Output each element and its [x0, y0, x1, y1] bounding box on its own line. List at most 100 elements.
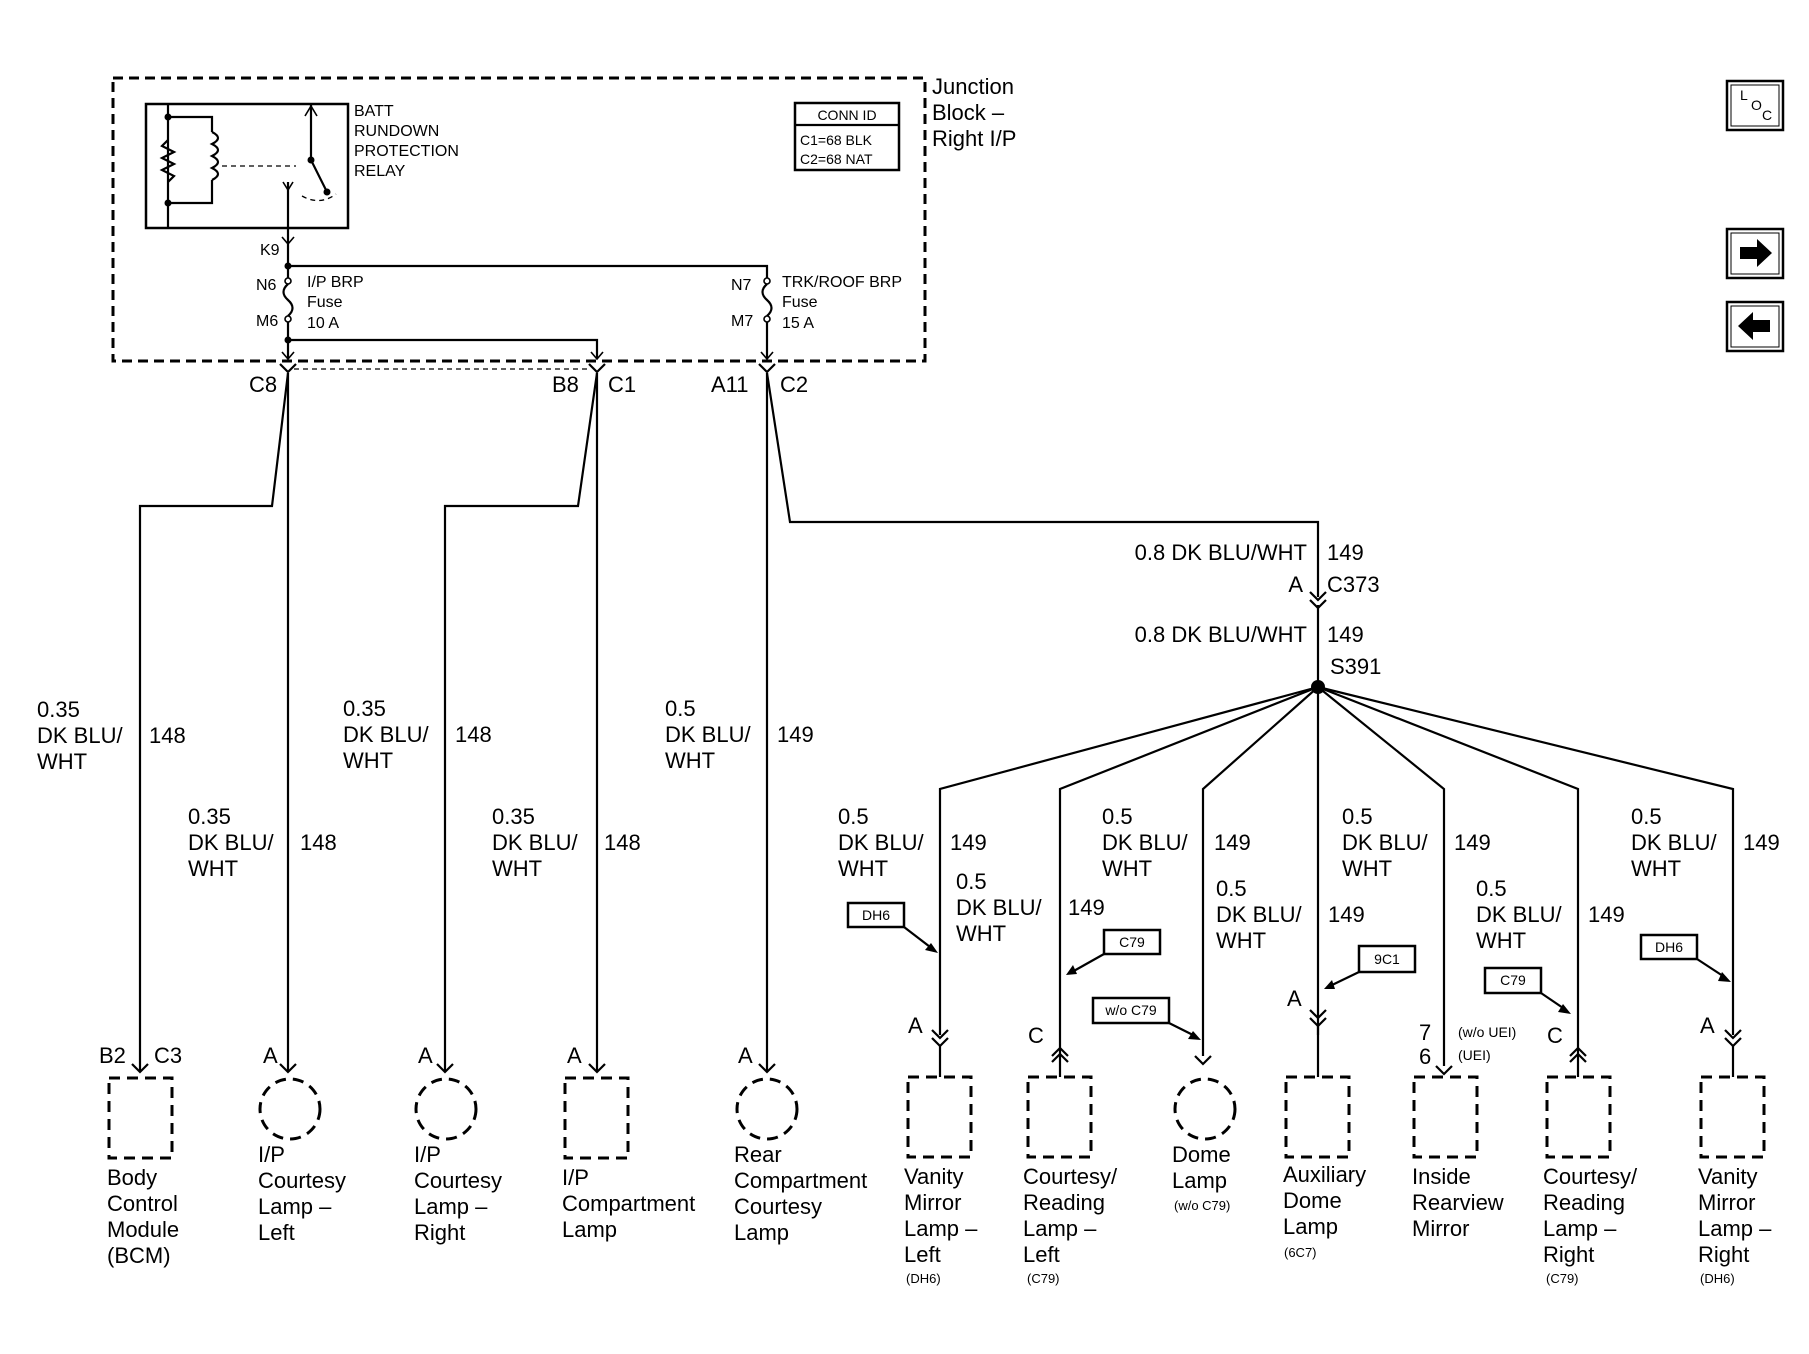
comp-rear-name-2: Compartment — [734, 1168, 867, 1193]
wire-bcm-circuit: 148 — [149, 723, 186, 748]
comp-rear-lamp — [735, 1077, 799, 1141]
relay-label-1: BATT — [354, 103, 394, 120]
pin-n7: N7 — [731, 277, 752, 294]
comp-reading-left-name-3: Lamp – — [1023, 1216, 1097, 1241]
conn-id-box: CONN ID C1=68 BLK C2=68 NAT — [793, 101, 901, 172]
comp-ip-left-name-3: Lamp – — [258, 1194, 332, 1219]
s391-branches — [938, 685, 1735, 1066]
comp-mirror-pin: 7 — [1419, 1020, 1431, 1045]
option-dh6-left: DH6 — [846, 901, 938, 953]
svg-text:C79: C79 — [1500, 972, 1526, 988]
comp-ip-left-name-1: I/P — [258, 1142, 285, 1167]
fuse-trk-label-2: Fuse — [782, 294, 818, 311]
fuse-ip-label-3: 10 A — [307, 315, 339, 332]
comp-bcm-pin2: C3 — [154, 1043, 182, 1068]
comp-bcm-name-4: (BCM) — [107, 1243, 171, 1268]
wire-bcm-size: 0.35 — [37, 697, 80, 722]
comp-aux-dome-body — [1284, 1075, 1351, 1159]
comp-mirror-pin2: 6 — [1419, 1044, 1431, 1069]
comp-reading-right-pin: C — [1547, 1023, 1563, 1048]
comp-dome-name-1: Dome — [1172, 1142, 1231, 1167]
comp-aux-dome-pin: A — [1287, 986, 1302, 1011]
option-9c1: 9C1 — [1324, 944, 1417, 989]
location-button[interactable]: L O C — [1725, 79, 1785, 132]
comp-vanity-left-body — [906, 1075, 973, 1159]
wire-b3-color-2: WHT — [1102, 856, 1152, 881]
wire-main-upper-circuit: 149 — [1327, 540, 1364, 565]
conn-id-title: CONN ID — [817, 107, 876, 123]
comp-mirror-wo-uei: (w/o UEI) — [1458, 1024, 1516, 1040]
wire-bcm-color-2: WHT — [37, 749, 87, 774]
conn-id-row-1: C1=68 BLK — [800, 132, 873, 148]
wire-b6-circuit: 149 — [1588, 902, 1625, 927]
wire-b5-color-1: DK BLU/ — [1342, 830, 1428, 855]
relay-label-3: PROTECTION — [354, 143, 459, 160]
wire-b2-circuit: 149 — [1068, 895, 1105, 920]
comp-reading-right-name-1: Courtesy/ — [1543, 1164, 1638, 1189]
comp-aux-dome-name-1: Auxiliary — [1283, 1162, 1366, 1187]
wire-b6-color-1: DK BLU/ — [1476, 902, 1562, 927]
comp-reading-right-name-2: Reading — [1543, 1190, 1625, 1215]
wire-lamp-right-size: 0.35 — [343, 696, 386, 721]
wire-b1-circuit: 149 — [950, 830, 987, 855]
comp-mirror-name-3: Mirror — [1412, 1216, 1469, 1241]
wire-main-upper: 0.8 DK BLU/WHT — [1135, 540, 1307, 565]
wire-main-trunk — [765, 372, 1320, 597]
comp-reading-right-body — [1545, 1075, 1612, 1159]
wire-ip-comp-size: 0.35 — [492, 804, 535, 829]
comp-ip-comp-pin: A — [567, 1043, 582, 1068]
wire-lamp-left-circuit: 148 — [300, 830, 337, 855]
comp-ip-right-name-2: Courtesy — [414, 1168, 502, 1193]
option-wo-c79: w/o C79 — [1091, 996, 1201, 1040]
comp-ip-left-name-4: Left — [258, 1220, 295, 1245]
wire-b5-circuit: 149 — [1454, 830, 1491, 855]
wire-bcm — [138, 372, 290, 1071]
conn-c2: C2 — [780, 372, 808, 397]
conn-a11: A11 — [711, 372, 749, 397]
comp-mirror-name-1: Inside — [1412, 1164, 1471, 1189]
wire-b2-color-2: WHT — [956, 921, 1006, 946]
previous-button[interactable] — [1725, 300, 1785, 353]
option-c79-right: C79 — [1483, 966, 1571, 1014]
comp-vanity-right-name-2: Mirror — [1698, 1190, 1755, 1215]
wire-b5-color-2: WHT — [1342, 856, 1392, 881]
comp-vanity-left-pin: A — [908, 1013, 923, 1038]
wire-lamp-right-color-2: WHT — [343, 748, 393, 773]
arrow-left-icon — [1738, 312, 1770, 340]
fuse-ip-label-1: I/P BRP — [307, 274, 364, 291]
comp-vanity-right-name-4: Right — [1698, 1242, 1749, 1267]
wire-lamp-left-size: 0.35 — [188, 804, 231, 829]
wire-rear-color-1: DK BLU/ — [665, 722, 751, 747]
wire-lamp-right-circuit: 148 — [455, 722, 492, 747]
comp-reading-left-name-2: Reading — [1023, 1190, 1105, 1215]
wire-b2-color-1: DK BLU/ — [956, 895, 1042, 920]
comp-ip-right-name-4: Right — [414, 1220, 465, 1245]
loc-letter-l: L — [1740, 87, 1748, 103]
wire-b5-size: 0.5 — [1342, 804, 1373, 829]
comp-ip-left-name-2: Courtesy — [258, 1168, 346, 1193]
svg-text:9C1: 9C1 — [1374, 951, 1400, 967]
wire-b4-circuit: 149 — [1328, 902, 1365, 927]
comp-rear-pin: A — [738, 1043, 753, 1068]
next-button[interactable] — [1725, 227, 1785, 280]
wire-b7-color-2: WHT — [1631, 856, 1681, 881]
fuse-ip-label-2: Fuse — [307, 294, 343, 311]
comp-mirror-uei: (UEI) — [1458, 1047, 1491, 1063]
wire-b1-size: 0.5 — [838, 804, 869, 829]
relay-label-4: RELAY — [354, 163, 406, 180]
c373-pin: A — [1288, 572, 1303, 597]
wire-ip-comp-color-1: DK BLU/ — [492, 830, 578, 855]
pin-m7: M7 — [731, 313, 753, 330]
wire-lamp-left-color-2: WHT — [188, 856, 238, 881]
wire-lamp-right-color-1: DK BLU/ — [343, 722, 429, 747]
wire-b6-color-2: WHT — [1476, 928, 1526, 953]
svg-text:DH6: DH6 — [862, 907, 890, 923]
comp-bcm-body — [107, 1076, 174, 1160]
comp-vanity-left-name-4: Left — [904, 1242, 941, 1267]
comp-rear-name-4: Lamp — [734, 1220, 789, 1245]
wire-ip-comp-circuit: 148 — [604, 830, 641, 855]
comp-ip-right-pin: A — [418, 1043, 433, 1068]
comp-ip-right-name-1: I/P — [414, 1142, 441, 1167]
comp-vanity-left-name-3: Lamp – — [904, 1216, 978, 1241]
option-dh6-right: DH6 — [1639, 933, 1731, 982]
